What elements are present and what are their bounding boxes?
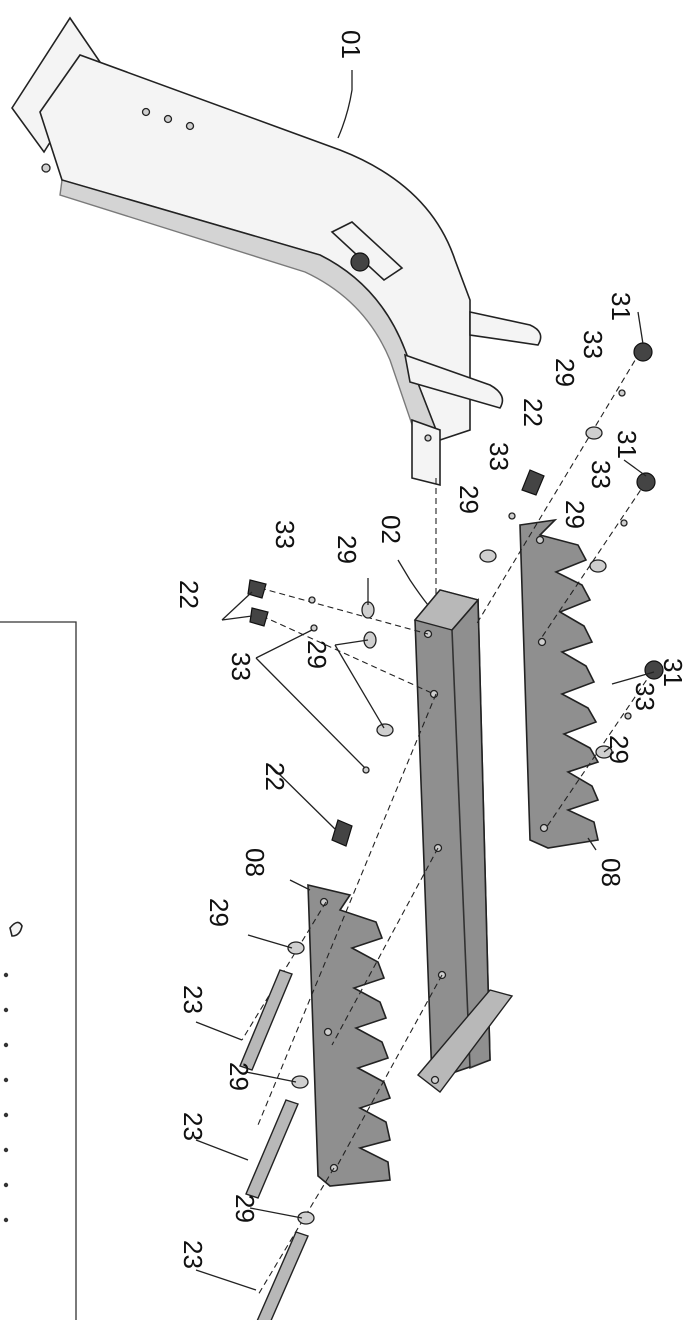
label-02: 02 <box>376 515 406 544</box>
label-29-d: 29 <box>604 735 634 764</box>
bolt-22-b <box>247 579 267 599</box>
label-29-h: 29 <box>224 1062 254 1091</box>
label-08-left: 08 <box>240 848 270 877</box>
washer-33-d <box>508 512 516 520</box>
bolt-22-c <box>249 607 269 627</box>
bolt-23-b <box>245 1099 299 1199</box>
label-33-f: 33 <box>226 652 256 681</box>
label-01: 01 <box>336 30 366 59</box>
label-29-c: 29 <box>560 500 590 529</box>
label-29-a: 29 <box>550 358 580 387</box>
callout-labels: 01 02 08 08 22 22 22 23 23 23 29 29 29 2… <box>174 30 688 1269</box>
hardware <box>239 342 664 1320</box>
bolt-23-c <box>256 1231 309 1320</box>
label-29-e: 29 <box>332 535 362 564</box>
nut-31-b <box>636 472 656 492</box>
washer-29-h <box>291 1075 309 1089</box>
washer-33-a <box>618 389 626 397</box>
label-29-b: 29 <box>454 485 484 514</box>
nut-31-a <box>633 342 653 362</box>
label-22-top: 22 <box>518 398 548 427</box>
inset-frame <box>0 621 77 1320</box>
part-02-upright-post <box>413 589 514 1093</box>
label-23-c: 23 <box>178 1240 208 1269</box>
label-31-a: 31 <box>606 292 636 321</box>
bolt-22-d <box>331 819 353 847</box>
label-22-mid: 22 <box>260 762 290 791</box>
label-08-right: 08 <box>596 858 626 887</box>
washer-29-i <box>297 1211 315 1225</box>
washer-29-g <box>287 941 305 955</box>
label-33-e: 33 <box>270 520 300 549</box>
label-31-b: 31 <box>612 430 642 459</box>
label-33-b: 33 <box>484 442 514 471</box>
part-08-hook-bracket-left <box>307 883 392 1187</box>
bolt-22-a <box>521 469 545 496</box>
part-01-bent-arm <box>11 16 542 487</box>
label-23-b: 23 <box>178 1112 208 1141</box>
bolt-23-a <box>239 969 293 1071</box>
nut-31-c <box>644 660 664 680</box>
washer-33-e <box>308 596 316 604</box>
label-33-c: 33 <box>586 460 616 489</box>
washer-29-d <box>479 549 497 563</box>
washer-33-b <box>620 519 628 527</box>
label-29-g: 29 <box>204 898 234 927</box>
label-29-i: 29 <box>230 1194 260 1223</box>
leader-lines <box>195 70 655 1291</box>
label-29-f: 29 <box>302 640 332 669</box>
washer-33-c <box>624 712 632 720</box>
label-33-d: 33 <box>630 682 660 711</box>
label-33-a: 33 <box>578 330 608 359</box>
label-23-a: 23 <box>178 985 208 1014</box>
washer-29-a <box>585 426 603 440</box>
label-22-left: 22 <box>174 580 204 609</box>
part-08-hook-bracket-right <box>519 518 600 849</box>
label-31-c: 31 <box>658 658 688 687</box>
washer-29-b <box>589 559 607 573</box>
